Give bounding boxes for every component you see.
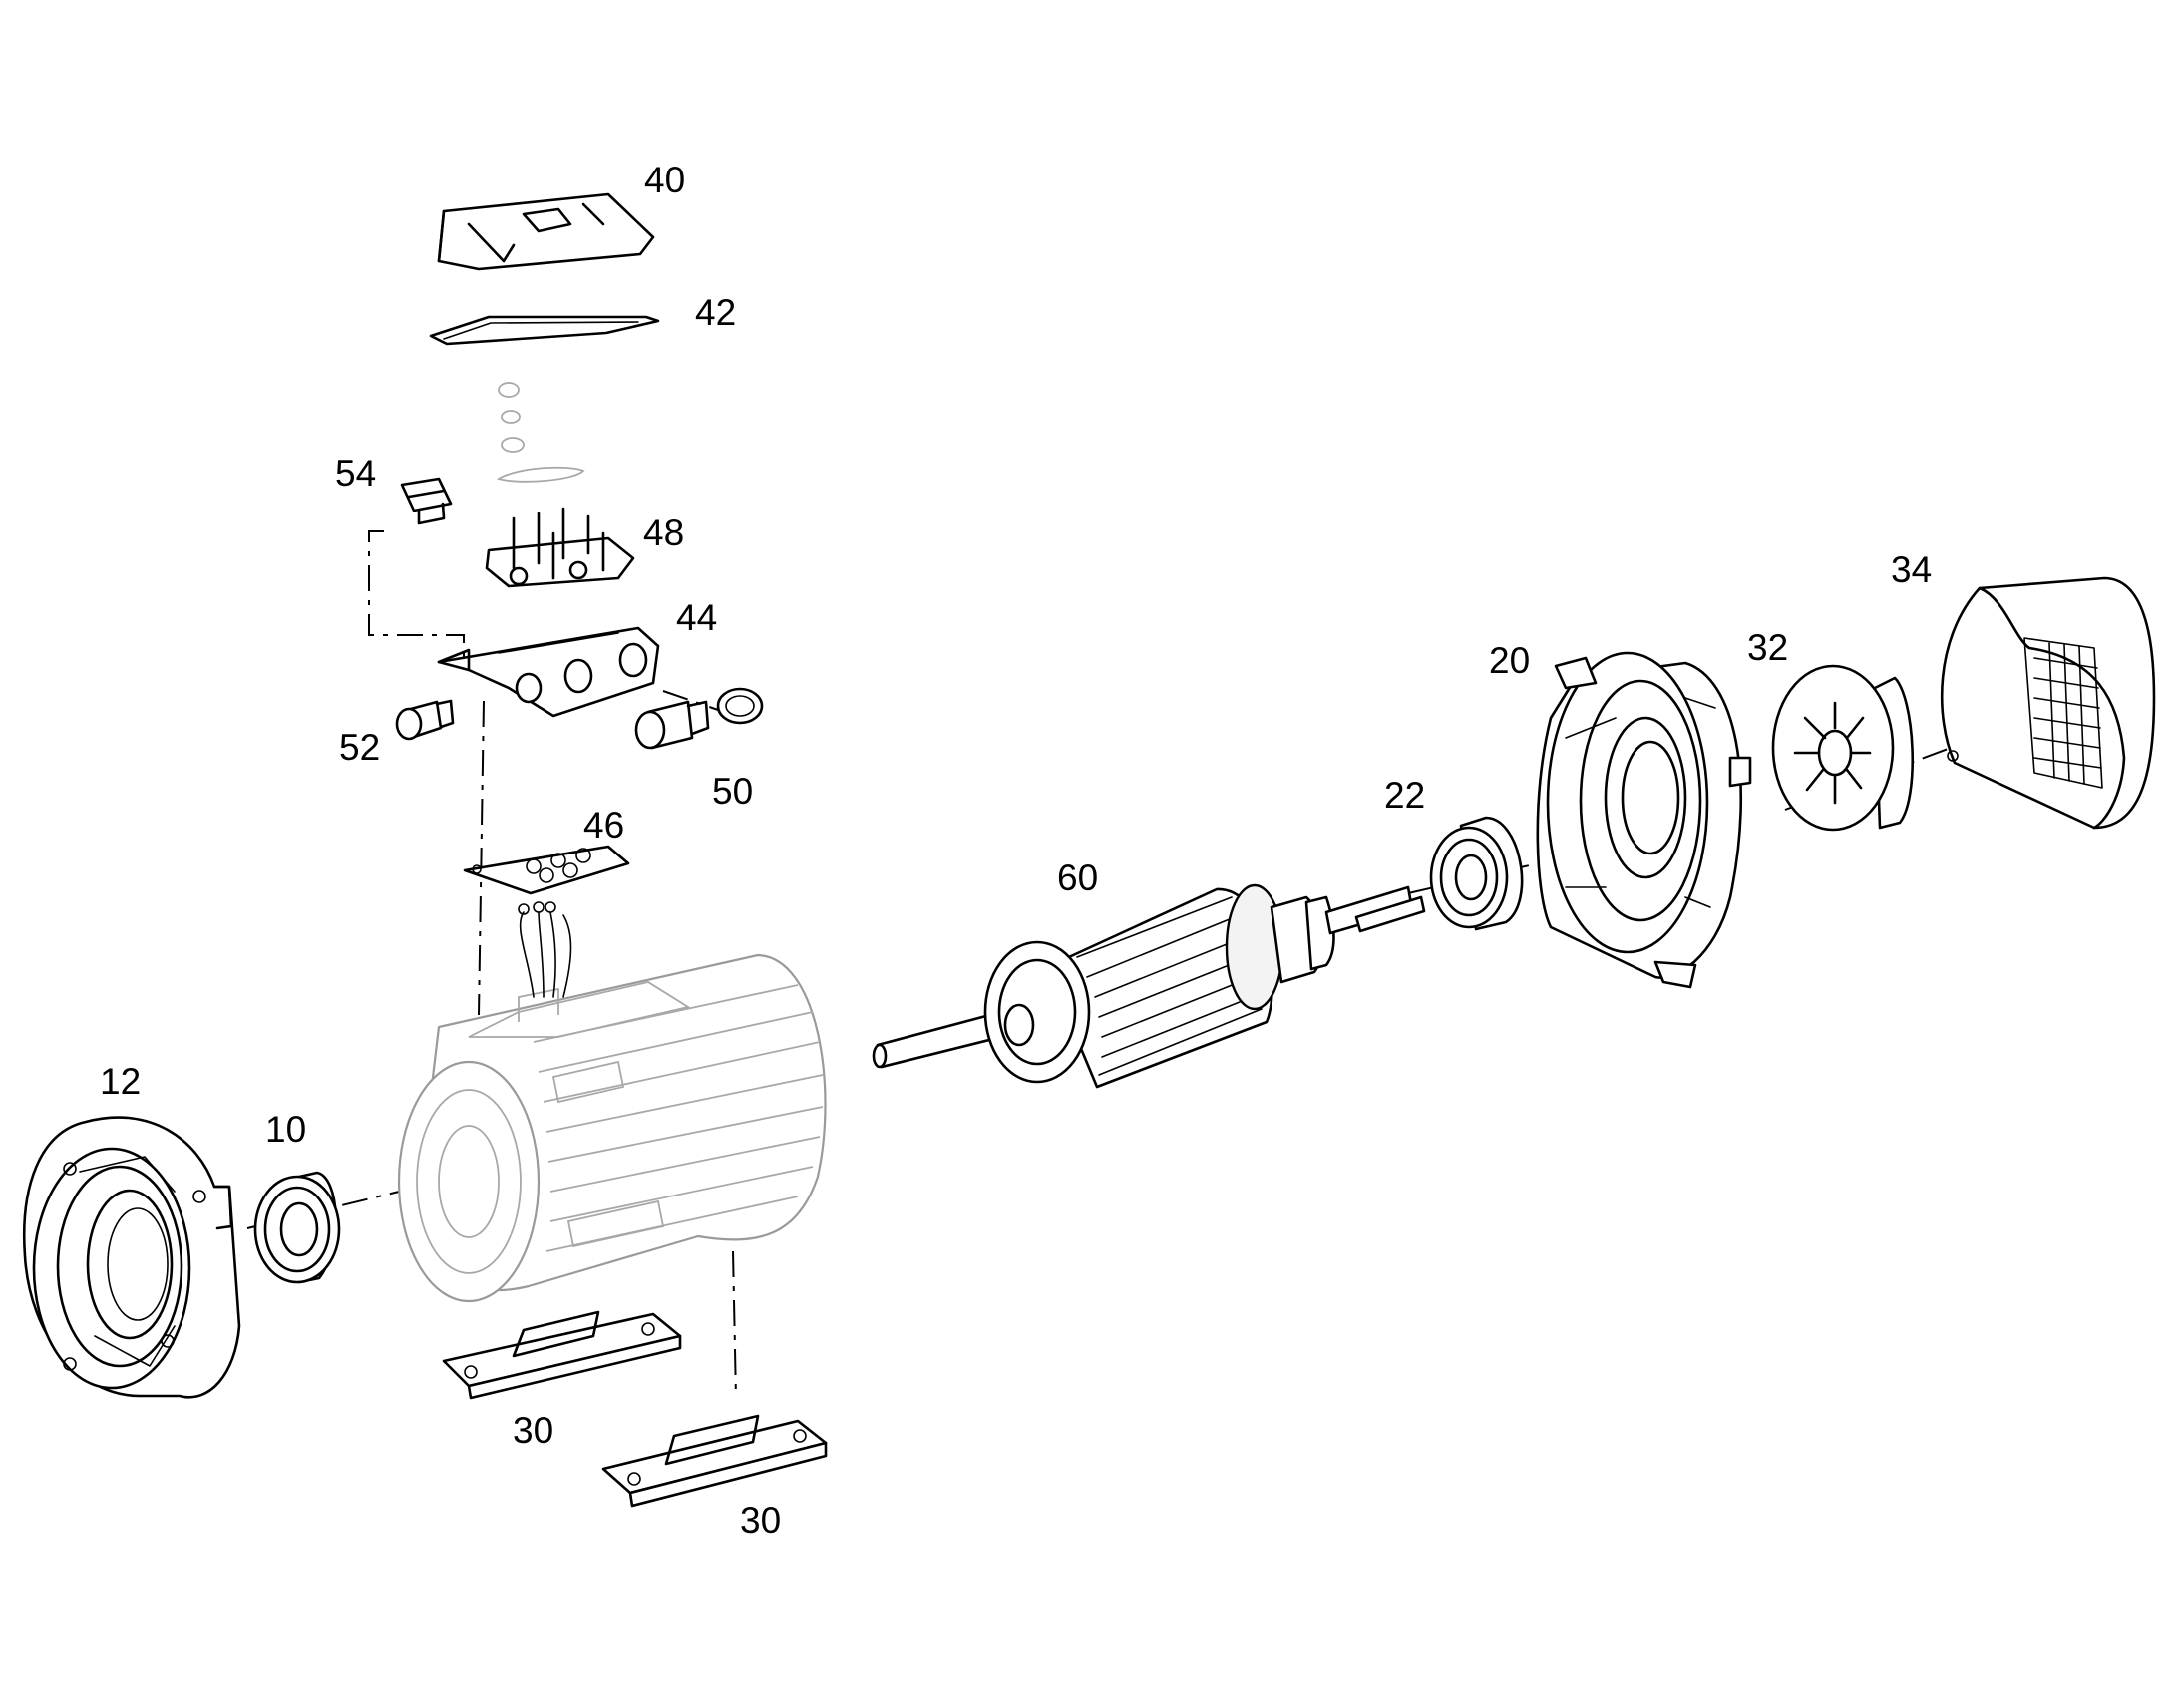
callout-12: 12	[100, 1061, 141, 1102]
stator-leads	[518, 901, 572, 998]
part-20-end-shield	[1536, 651, 1752, 989]
stator-frame	[397, 953, 827, 1303]
callout-labels: 40 42 54 48 44 52 50 46 60 22 20 32 34 1…	[100, 160, 1932, 1540]
callout-32: 32	[1747, 627, 1788, 668]
part-60-rotor	[872, 883, 1426, 1089]
callout-34: 34	[1891, 549, 1932, 590]
callout-44: 44	[676, 597, 717, 638]
part-blanking-plug	[716, 687, 764, 725]
callout-10: 10	[265, 1109, 306, 1150]
callout-54: 54	[335, 453, 376, 494]
callout-60: 60	[1057, 857, 1098, 898]
callout-40: 40	[644, 160, 685, 200]
callout-48: 48	[643, 512, 684, 553]
callout-22: 22	[1384, 775, 1425, 816]
callout-46: 46	[583, 805, 624, 846]
part-10-bearing	[253, 1171, 341, 1284]
part-40-cover	[437, 192, 655, 271]
part-30-foot-lower	[601, 1414, 828, 1508]
callout-42: 42	[695, 292, 736, 333]
part-54-clamp	[400, 477, 453, 525]
part-46-gasket	[463, 845, 630, 895]
callout-30-upper: 30	[513, 1410, 553, 1451]
part-12-end-shield	[23, 1116, 241, 1399]
part-30-foot-upper	[442, 1310, 682, 1400]
part-22-bearing	[1429, 816, 1524, 931]
callout-20: 20	[1489, 640, 1530, 681]
part-50-cable-gland	[634, 700, 710, 750]
part-44-terminal-box	[437, 626, 660, 718]
part-52-cable-gland	[395, 699, 455, 741]
callout-50: 50	[712, 771, 753, 812]
callout-52: 52	[339, 727, 380, 768]
terminal-hardware-stack	[496, 382, 585, 483]
part-34-fan-cowl	[1940, 576, 2156, 830]
callout-30-lower: 30	[740, 1500, 781, 1540]
part-42-gasket	[429, 315, 660, 346]
part-32-fan	[1771, 664, 1914, 832]
part-48-terminal-board	[485, 507, 635, 588]
